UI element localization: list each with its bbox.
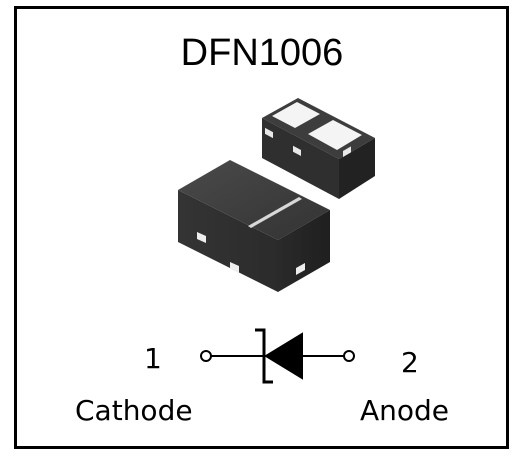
terminal-1-icon <box>200 350 212 362</box>
chip-front-top <box>178 160 330 240</box>
chip-front-pad-3 <box>296 263 305 275</box>
pin-2-number: 2 <box>401 346 419 379</box>
chip-front <box>178 160 330 292</box>
chip-back-left <box>262 118 339 199</box>
terminal-2-icon <box>343 350 355 362</box>
anode-triangle <box>264 332 303 380</box>
pin-1-name: Cathode <box>75 394 193 427</box>
chip-back-pad-1 <box>272 102 320 128</box>
diode-symbol-icon <box>200 328 355 384</box>
chip-front-pad-1 <box>197 232 206 243</box>
cathode-band <box>248 197 302 228</box>
cathode-bar <box>255 328 273 384</box>
pin-2-name: Anode <box>360 394 450 427</box>
chip-back-side-pad-1 <box>265 127 273 139</box>
chip-back-pad-2 <box>308 120 362 150</box>
package-title: DFN1006 <box>180 32 344 74</box>
chip-front-face <box>178 190 278 292</box>
chip-back-side-pad-2 <box>293 145 301 157</box>
chip-back <box>262 98 375 199</box>
chip-front-side <box>278 210 330 292</box>
chip-back-right <box>339 138 375 199</box>
pin-1-number: 1 <box>144 342 162 375</box>
chip-front-pad-2 <box>230 262 239 273</box>
chip-back-side-pad-3 <box>343 146 351 157</box>
